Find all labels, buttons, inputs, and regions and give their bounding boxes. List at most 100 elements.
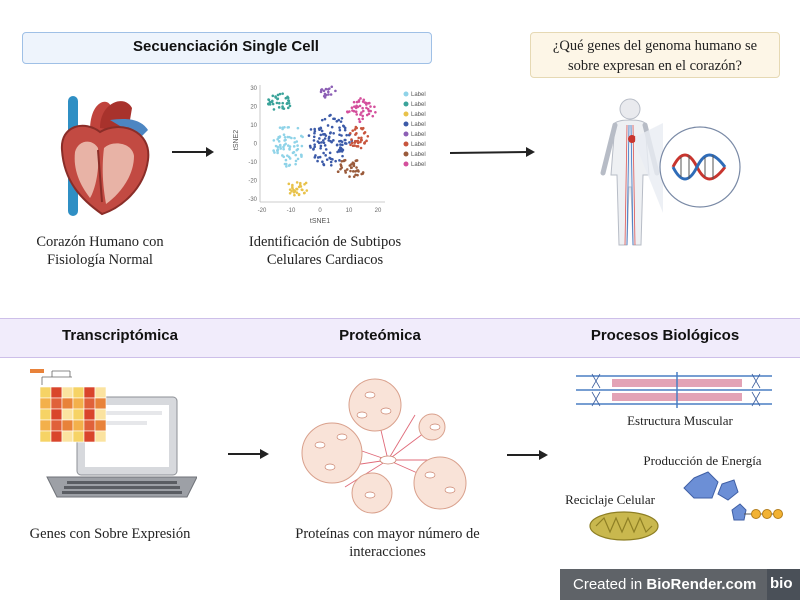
tsne-point: [351, 144, 355, 148]
tsne-point: [286, 95, 289, 99]
tsne-point: [316, 156, 320, 159]
tsne-point: [327, 90, 330, 94]
tsne-point: [329, 160, 333, 164]
tsne-point: [322, 94, 326, 98]
tsne-point: [277, 106, 281, 109]
legend-swatch: [403, 121, 409, 127]
tsne-point: [353, 105, 356, 108]
tsne-point: [351, 170, 355, 173]
tsne-point: [296, 157, 300, 161]
tsne-point: [295, 187, 298, 191]
tsne-point: [323, 117, 327, 121]
arrow-right-icon: [449, 147, 535, 157]
tsne-point: [272, 108, 276, 111]
tsne-point: [345, 133, 348, 137]
tsne-point: [356, 105, 360, 109]
tsne-point: [332, 139, 335, 142]
tsne-point: [291, 185, 294, 189]
question-line-2: sobre expresan en el corazón?: [568, 58, 742, 74]
tsne-point: [295, 181, 299, 184]
proteins-caption-line-1: Proteínas con mayor número de: [295, 526, 480, 542]
tsne-point: [355, 166, 358, 169]
heatmap-cell: [50, 430, 63, 443]
tsne-point: [284, 158, 288, 162]
tsne-point: [328, 114, 331, 118]
tsne-point: [281, 101, 285, 105]
tsne-point: [341, 148, 345, 152]
legend-swatch: [403, 151, 409, 157]
biorender-credit[interactable]: Created in BioRender.com: [573, 576, 757, 593]
tsne-point: [371, 114, 375, 118]
tsne-point: [297, 192, 301, 196]
tsne-y-tick: -30: [248, 197, 257, 203]
heatmap-cell: [39, 408, 52, 421]
human-body-illustration: [600, 98, 741, 246]
tsne-point: [320, 141, 323, 144]
tsne-point: [332, 117, 335, 121]
tsne-point: [324, 148, 328, 151]
arrow-right-icon: [507, 450, 548, 460]
tsne-point: [291, 151, 295, 155]
tsne-point: [330, 125, 334, 129]
tsne-point: [350, 163, 353, 166]
tsne-point: [286, 126, 290, 129]
tsne-point: [352, 175, 356, 178]
tsne-point: [321, 139, 325, 142]
tsne-point: [351, 129, 355, 132]
tsne-point: [334, 89, 337, 93]
tsne-x-tick: 20: [375, 208, 382, 214]
tsne-x-label: tSNE1: [310, 218, 330, 225]
tsne-point: [356, 139, 360, 143]
tsne-point: [352, 100, 356, 104]
tsne-point: [343, 158, 347, 162]
tsne-point: [288, 188, 292, 191]
heatmap-cell: [50, 419, 63, 432]
atp-molecule-icon: [683, 471, 783, 521]
tsne-point: [272, 139, 276, 142]
tsne-point: [363, 131, 367, 134]
recycle-label: Reciclaje Celular: [565, 492, 655, 507]
tsne-y-tick: -20: [248, 179, 257, 185]
heatmap-cell: [50, 386, 63, 399]
tsne-point: [288, 191, 292, 195]
tsne-point: [356, 173, 359, 177]
tsne-point: [278, 126, 282, 129]
tsne-point: [323, 144, 327, 147]
tsne-point: [320, 129, 324, 133]
protein-nodes: [314, 391, 456, 499]
tsne-point: [275, 101, 279, 105]
tsne-point: [294, 153, 298, 157]
tsne-point: [337, 118, 341, 122]
heatmap-icon: [39, 386, 107, 443]
tsne-point: [342, 124, 345, 128]
tsne-point: [283, 135, 287, 139]
biorender-footer: [560, 569, 800, 600]
heatmap-cell: [94, 386, 107, 399]
tsne-point: [278, 143, 282, 147]
tsne-point: [308, 144, 312, 148]
legend-label: Label: [411, 92, 426, 98]
tsne-point: [313, 145, 317, 149]
tsne-point: [344, 142, 348, 145]
tsne-point: [323, 137, 327, 140]
tsne-point: [277, 135, 280, 139]
tsne-point: [330, 140, 333, 144]
tsne-point: [357, 117, 361, 121]
protein-clusters: [301, 378, 467, 514]
heatmap-cell: [39, 386, 52, 399]
tsne-point: [313, 143, 316, 146]
tsne-point: [339, 163, 343, 166]
legend-swatch: [403, 101, 409, 107]
heart-illustration: [60, 96, 150, 216]
tsne-point: [341, 154, 344, 158]
tsne-point: [287, 101, 291, 105]
tsne-point: [318, 137, 321, 140]
heatmap-cell: [39, 430, 52, 443]
heatmap-cell: [83, 419, 96, 432]
tsne-point: [332, 131, 335, 135]
heatmap-cell: [94, 430, 107, 443]
proteins-caption-line-2: interacciones: [349, 544, 426, 560]
tsne-point: [361, 171, 365, 174]
tsne-point: [307, 134, 311, 137]
